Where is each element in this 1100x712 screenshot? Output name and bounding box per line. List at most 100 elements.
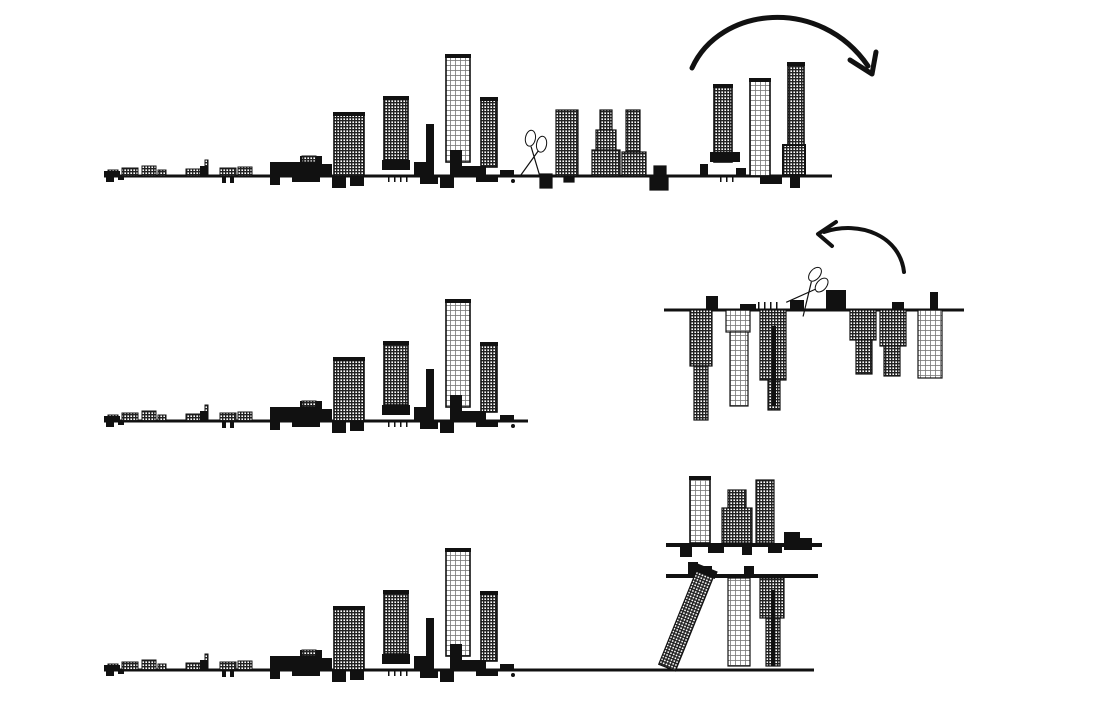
- hanging-tower-d-lower: [855, 339, 873, 375]
- block: [768, 547, 782, 553]
- post: [400, 177, 402, 182]
- tower-crown: [333, 606, 365, 610]
- substructure: [230, 177, 234, 183]
- skyline-row-1: [104, 54, 832, 191]
- tower-crown: [445, 548, 471, 552]
- substructure: [270, 421, 280, 430]
- block: [800, 538, 812, 550]
- low-building-facade: [157, 414, 167, 422]
- block: [414, 162, 426, 176]
- low-building: [301, 649, 317, 657]
- hanging-tower-a-lower: [693, 365, 709, 421]
- substructure: [230, 422, 234, 428]
- low-building: [157, 169, 167, 177]
- hanging-tower-a: [689, 309, 713, 367]
- spire-block: [426, 124, 434, 176]
- substructure: [563, 175, 575, 183]
- post: [388, 177, 390, 182]
- post: [394, 671, 396, 676]
- substructure: [332, 421, 346, 433]
- post: [394, 422, 396, 427]
- post: [770, 302, 772, 309]
- block: [270, 162, 300, 176]
- tower-d: [480, 591, 498, 662]
- substructure: [222, 422, 226, 428]
- scissors-handle: [814, 277, 829, 293]
- hanging-tower-d: [849, 309, 877, 341]
- tower-crown: [445, 54, 471, 58]
- tower-facade: [383, 97, 409, 161]
- block: [450, 150, 462, 176]
- tower-f-mid: [595, 129, 617, 151]
- low-building: [237, 660, 253, 671]
- low-building: [219, 661, 237, 671]
- flipped-segment: [664, 290, 964, 421]
- block: [653, 165, 667, 177]
- substructure: [539, 173, 553, 189]
- tower-facade: [445, 300, 471, 408]
- tower-facade: [333, 607, 365, 671]
- scissors-handle: [524, 129, 537, 147]
- tower-b: [383, 341, 409, 406]
- block: [200, 660, 208, 670]
- tower-facade: [713, 85, 733, 163]
- tower-i: [749, 78, 771, 177]
- low-building-facade: [121, 661, 139, 671]
- low-building-facade: [301, 649, 317, 657]
- substructure: [420, 176, 438, 184]
- low-building: [237, 166, 253, 177]
- tower-j: [787, 62, 805, 147]
- tower-crown: [480, 97, 498, 101]
- low-building: [301, 400, 317, 408]
- post: [758, 302, 760, 309]
- block: [500, 170, 514, 176]
- low-building: [121, 412, 139, 422]
- stacked-tower-a: [689, 476, 711, 544]
- tower-c: [445, 54, 471, 163]
- block: [104, 416, 120, 421]
- low-building: [141, 410, 157, 422]
- low-building-facade: [301, 400, 317, 408]
- substructure: [332, 670, 346, 682]
- tower-c: [445, 299, 471, 408]
- tower-g-base: [621, 151, 647, 177]
- tower-g-top: [625, 109, 641, 153]
- tower-a: [333, 357, 365, 422]
- tower-crown: [445, 299, 471, 303]
- hanging-tower-f: [917, 309, 943, 379]
- substructure: [350, 421, 364, 431]
- tower-facade: [480, 343, 498, 413]
- block: [784, 532, 800, 550]
- tower-d: [480, 97, 498, 168]
- tower-f-top: [599, 109, 613, 131]
- substructure: [292, 176, 320, 182]
- substructure: [106, 176, 114, 182]
- tower-crown: [383, 590, 409, 594]
- substructure: [476, 421, 498, 427]
- marker-dot: [511, 424, 515, 428]
- block: [744, 566, 754, 574]
- extended-ground-line: [516, 668, 814, 672]
- post: [400, 671, 402, 676]
- substructure: [790, 176, 800, 188]
- leaning-tower-facade: [657, 568, 715, 672]
- tower-b-podium: [382, 160, 410, 170]
- curved-arrow-icon: [822, 226, 906, 274]
- block: [200, 166, 208, 176]
- post: [726, 177, 728, 182]
- block: [270, 407, 300, 421]
- substructure: [118, 176, 124, 180]
- low-building: [219, 167, 237, 177]
- tower-facade: [689, 477, 711, 544]
- hanging-tower-e: [879, 309, 907, 347]
- hanging-tower-e-lower: [883, 345, 901, 377]
- block: [460, 411, 486, 421]
- block: [200, 411, 208, 421]
- low-building-facade: [301, 155, 317, 163]
- post: [720, 177, 722, 182]
- hanging-tower-g: [727, 577, 751, 667]
- upper-platform: [666, 543, 822, 547]
- substructure: [270, 670, 280, 679]
- substructure: [440, 176, 454, 188]
